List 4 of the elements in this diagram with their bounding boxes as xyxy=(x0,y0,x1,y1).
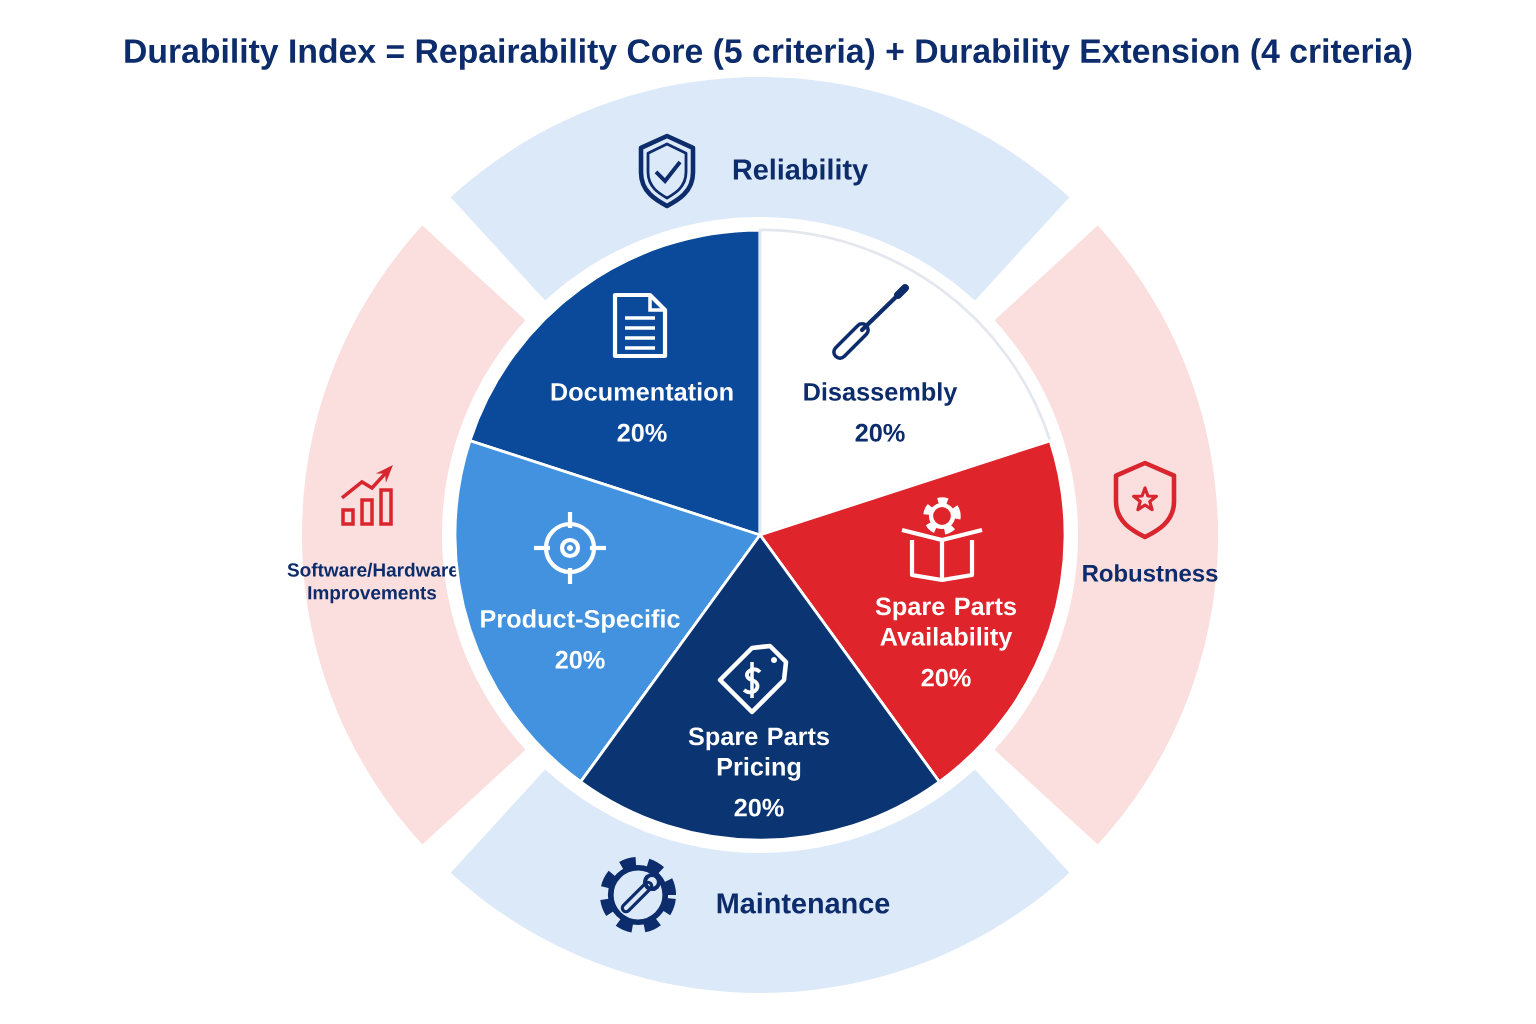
ring-segment: Reliability xyxy=(450,77,1070,301)
pie-slice: Documentation 20% xyxy=(468,228,762,537)
title: Durability Index = Repairability Core (5 criteria) + Durability Extension (4 criteria) xyxy=(125,38,1412,70)
pie-slice: Disassembly 20% xyxy=(758,228,1052,537)
